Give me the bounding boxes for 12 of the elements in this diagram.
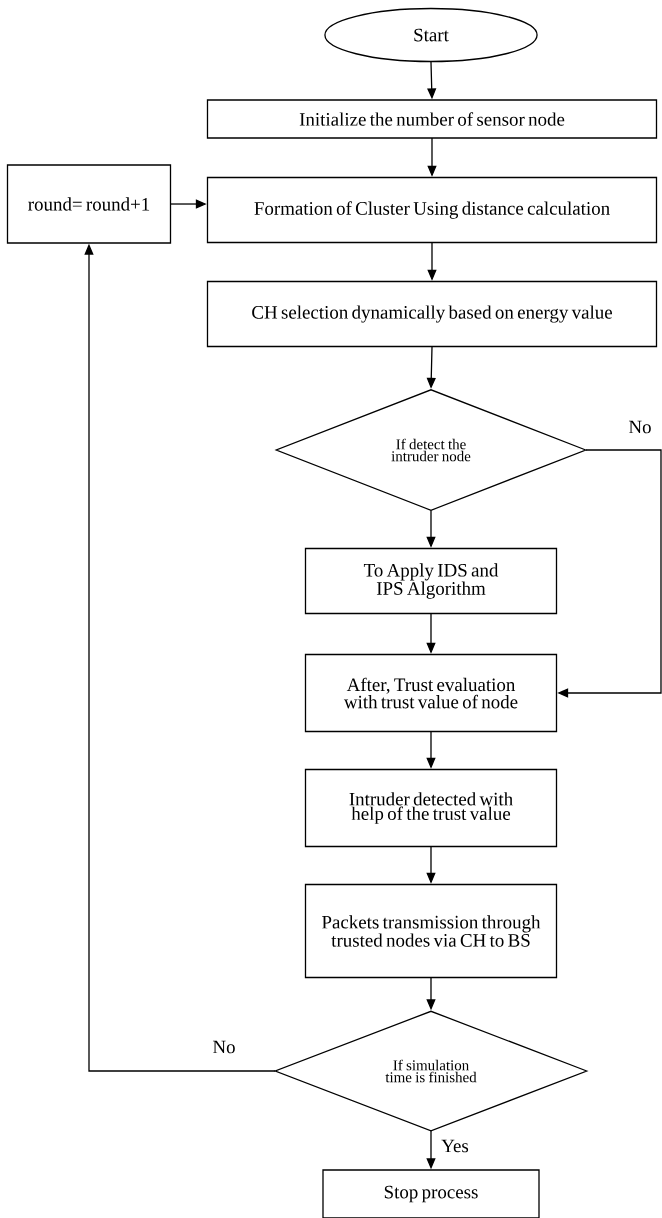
- process-box: Packets transmission through trusted nodes via CH to BS: [304, 883, 558, 979]
- process-box: After, Trust evaluation with trust value of node: [304, 653, 558, 733]
- edge-label: No: [211, 1039, 237, 1055]
- process-box: Initialize the number of sensor node: [206, 99, 658, 139]
- process-box: To Apply IDS and IPS Algorithm: [304, 547, 558, 615]
- process-box: Formation of Cluster Using distance calculation: [206, 176, 658, 244]
- edge-label: Yes: [440, 1138, 470, 1154]
- edge-label: No: [627, 419, 653, 435]
- process-box: CH selection dynamically based on energy value: [206, 280, 658, 348]
- process-box: Intruder detected with help of the trust value: [304, 768, 558, 848]
- process-box: Stop process: [322, 1169, 540, 1218]
- process-box: round= round+1: [6, 164, 172, 244]
